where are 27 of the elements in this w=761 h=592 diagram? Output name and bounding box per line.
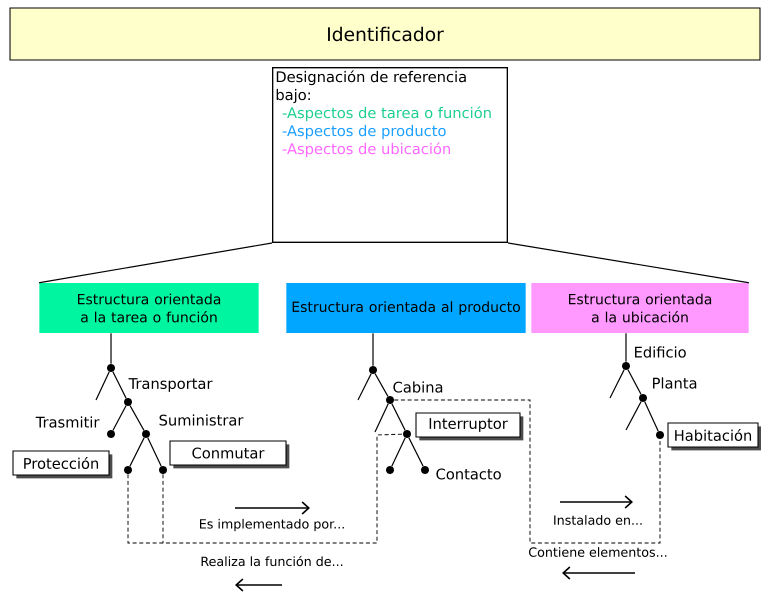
node-label: Contacto [436, 468, 501, 480]
junction-dot [369, 366, 377, 374]
junction-dot [124, 466, 132, 474]
arrow-label: Realiza la función de... [202, 556, 342, 566]
title-band: Identificador [9, 7, 761, 61]
junction-dot [386, 466, 394, 474]
arrow-label: Instalado en... [554, 515, 642, 525]
node-label: Edificio [635, 346, 686, 358]
structure-box: Estructura orientada a la ubicación [531, 283, 749, 333]
node-label: Suministrar [160, 414, 244, 426]
arrow-label: Es implementado por... [200, 518, 344, 532]
label-box: Interruptor [415, 412, 524, 440]
structure-box: Estructura orientada al producto [286, 283, 526, 333]
label-box: Conmutar [169, 440, 290, 468]
junction-dot [403, 430, 411, 438]
label-box: Habitación [667, 422, 761, 450]
node-label: Trasmitir [36, 416, 100, 428]
node-label: Planta [653, 377, 696, 389]
reference-box: Designación de referencia bajo: -Aspectos de tarea o función -Aspectos de producto -Aspectos de ubicación [272, 67, 508, 243]
structure-box: Estructura orientada a la tarea o función [39, 283, 259, 333]
junction-dot [107, 364, 115, 372]
node-label: Cabina [393, 381, 442, 393]
node-label: Transportar [128, 378, 212, 392]
label-box: Protección [12, 450, 112, 478]
arrow-label: Contiene elementos... [529, 547, 666, 557]
junction-dot [159, 466, 167, 474]
junction-dot [656, 431, 664, 439]
